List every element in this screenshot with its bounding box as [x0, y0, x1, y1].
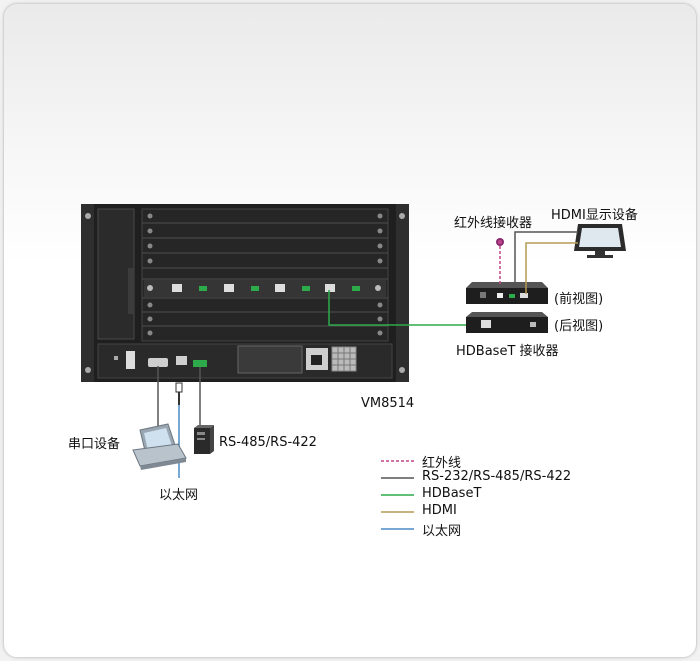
legend-ir: 红外线	[422, 456, 462, 471]
legend-swatches	[381, 460, 414, 530]
front-view-label: (前视图)	[554, 292, 604, 307]
rs485-device-icon	[194, 425, 214, 454]
ir-receiver-label: 红外线接收器	[454, 216, 533, 231]
legend-ethernet: 以太网	[422, 524, 462, 539]
power-switch	[126, 351, 135, 369]
serial-device-icon	[132, 423, 187, 470]
hdbaset-receiver-label: HDBaseT 接收器	[456, 344, 559, 359]
hdbaset-cable	[328, 290, 466, 326]
ethernet-label: 以太网	[159, 488, 199, 503]
power-supply	[237, 345, 303, 374]
rack-ear-left	[81, 204, 95, 382]
vm8514-chassis	[81, 204, 409, 382]
legend-hdbaset: HDBaseT	[422, 486, 482, 501]
rs232-cable-receiver	[514, 231, 578, 287]
hdmi-display-icon	[574, 224, 626, 258]
rack-ear-right	[395, 204, 409, 382]
serial-port	[148, 358, 168, 367]
hdbaset-ports	[172, 284, 360, 292]
serial-device-label: 串口设备	[68, 437, 121, 452]
rs485-device-label: RS-485/RS-422	[219, 435, 317, 450]
hdmi-cable	[525, 242, 578, 294]
legend-rs232: RS-232/RS-485/RS-422	[422, 469, 572, 484]
rear-view-label: (后视图)	[554, 319, 604, 334]
hdmi-display-label: HDMI显示设备	[551, 208, 638, 223]
legend-hdmi: HDMI	[422, 503, 457, 518]
model-label: VM8514	[361, 396, 415, 411]
hdbaset-receiver-rear	[466, 312, 548, 333]
rs485-port	[193, 360, 207, 367]
ethernet-plug-icon	[175, 382, 183, 393]
hdbaset-receiver-front	[466, 282, 548, 304]
ethernet-port	[176, 356, 187, 365]
ir-receiver-icon	[496, 238, 504, 246]
